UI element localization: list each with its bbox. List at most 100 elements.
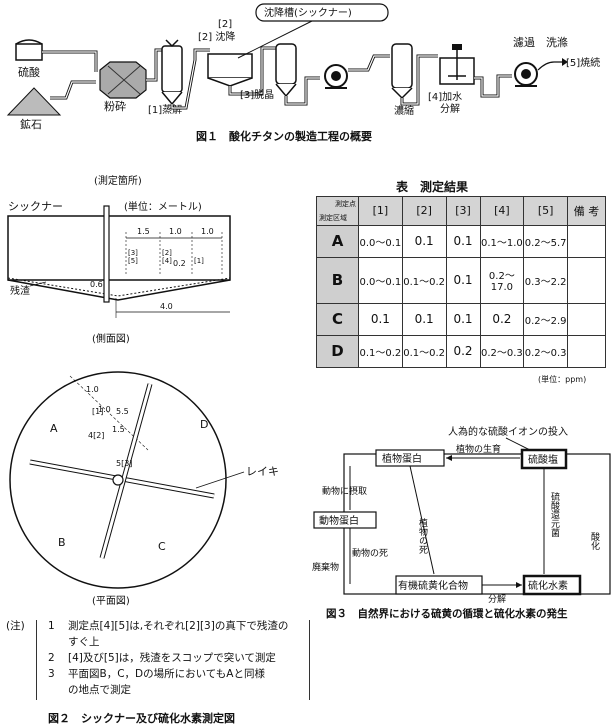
table-cell: 0.1〜0.2: [401, 256, 447, 304]
node-animal-protein: 動物蛋白: [319, 514, 359, 527]
dim-3: 1.0: [201, 227, 214, 236]
svg-text:動物の死: 動物の死: [352, 547, 388, 559]
svg-text:[3]: [3]: [128, 249, 138, 257]
label-settle: [2] 沈降: [198, 30, 235, 43]
col-header: [5]: [523, 196, 568, 226]
filter-drum-icon: [324, 64, 348, 89]
fig1-caption: 図１ 酸化チタンの製造工程の概要: [196, 129, 372, 143]
label-measure-points: (測定箇所): [94, 174, 142, 187]
label-side-view: (側面図): [92, 332, 130, 345]
dim-6: 4.0: [160, 302, 173, 311]
svg-text:4[2]: 4[2]: [88, 431, 104, 440]
wash-filter-drum-icon: [514, 62, 538, 87]
thickener-tank-icon: [207, 53, 253, 87]
crusher-icon: [99, 61, 147, 99]
svg-text:植物の死: 植物の死: [417, 517, 428, 554]
label-concentrate: 濃縮: [394, 104, 414, 117]
label-calcine: [5]焼続: [566, 56, 600, 69]
fig3-sulfur-cycle: 人為的な硫酸イオンの投入 植物蛋白 硫酸塩 動物蛋白 有機硫黄化合物 硫化水素 …: [312, 425, 611, 605]
plan-areas: A B C D: [50, 418, 208, 553]
row-header: C: [316, 302, 359, 336]
note-line: [4]及び[5]は，残渣をスコップで突いて測定: [68, 652, 276, 664]
dim-4: 0.2: [173, 259, 186, 268]
row-header: D: [316, 334, 359, 369]
svg-text:動物に摂取: 動物に摂取: [322, 485, 367, 497]
svg-text:5[3]: 5[3]: [116, 459, 132, 468]
dim-2: 1.0: [169, 227, 182, 236]
table-unit: (単位：ppm): [538, 375, 587, 384]
label-sulfuric: 硫酸: [18, 65, 40, 79]
node-h2s: 硫化水素: [528, 579, 568, 592]
table-cell: 0.3〜2.2: [523, 256, 568, 304]
table-cell: 0.1: [445, 302, 481, 336]
label-unit-meter: (単位：メートル): [124, 200, 202, 213]
label-filter: 濾過 洗滌: [513, 35, 568, 49]
svg-text:[1]: [1]: [92, 407, 103, 416]
table-cell: 0.2〜2.9: [523, 302, 568, 336]
table-cell: 0.2〜5.7: [523, 224, 568, 258]
label-thickener-side: シックナー: [8, 200, 63, 213]
col-header: [3]: [445, 196, 481, 226]
table-cell: [567, 302, 606, 336]
node-plant-protein: 植物蛋白: [382, 452, 422, 465]
row-header: B: [316, 256, 359, 304]
table-header-row: 測定点 測定区域 [1] [2] [3] [4] [5] 備 考: [316, 196, 606, 226]
table-row: C 0.1 0.1 0.1 0.2 0.2〜2.9: [316, 302, 606, 336]
table-row: A 0.0〜0.1 0.1 0.1 0.1〜1.0 0.2〜5.7: [316, 224, 606, 258]
hydrolysis-tank-icon: [439, 44, 475, 85]
area-d: D: [200, 418, 208, 431]
label-evap: [1]蒸解: [148, 103, 182, 116]
table-cell: 0.1〜0.2: [358, 334, 403, 369]
table-cell: 0.1〜0.2: [401, 334, 447, 369]
label-thickener: 沈降槽(シックナー): [264, 6, 352, 19]
fig2-thickener-diagram: (測定箇所) シックナー (単位：メートル) 1.5 1.0 1.0 [3] […: [7, 174, 279, 607]
col-header: [4]: [479, 196, 525, 226]
table-row: B 0.0〜0.1 0.1〜0.2 0.1 0.2〜17.0 0.3〜2.2: [316, 256, 606, 304]
svg-text:1.0: 1.0: [86, 385, 99, 394]
table-title: 表 測定結果: [396, 180, 469, 194]
svg-text:分解: 分解: [488, 593, 506, 605]
label-plan-view: (平面図): [92, 595, 130, 607]
side-view-dims: 1.5 1.0 1.0 [3] [5] [2] [4] [1] 0.2 0.6 …: [90, 227, 230, 318]
table-cell: [567, 224, 606, 258]
label-rake: レイキ: [246, 465, 279, 478]
table-cell: 0.2〜17.0: [479, 256, 525, 304]
svg-text:植物の生育: 植物の生育: [456, 443, 501, 455]
fig1-process-diagram: 硫酸 鉱石 粉砕 [1]蒸解 [2] [2] 沈降 沈降槽(シックナー) [3]…: [6, 3, 600, 143]
svg-text:1.0: 1.0: [98, 405, 111, 414]
table-cell: 0.2: [445, 334, 481, 369]
plan-dims: 1.0 1.0 5.5 1.5 [1] 4[2] 5[3]: [86, 385, 132, 468]
table-cell: 0.0〜0.1: [358, 224, 403, 258]
table-cell: [567, 256, 606, 304]
area-a: A: [50, 422, 58, 435]
label-hydrolysis-a: [4]加水: [428, 91, 462, 103]
sulfuric-tank-icon: [15, 39, 43, 61]
table-cell: 0.0〜0.1: [358, 256, 403, 304]
area-b: B: [58, 536, 66, 549]
node-organic-sulfur: 有機硫黄化合物: [398, 579, 468, 592]
note-line: すぐ上: [68, 636, 100, 648]
svg-text:廃棄物: 廃棄物: [312, 561, 339, 573]
notes-prefix: (注): [6, 620, 25, 632]
note-line: 測定点[4][5]は,それぞれ[2][3]の真下で残渣の: [68, 620, 289, 632]
results-table: 測定点 測定区域 [1] [2] [3] [4] [5] 備 考 A 0.0〜0…: [316, 196, 606, 369]
crystallizer-icon: [275, 43, 297, 98]
side-view-tank: [7, 205, 231, 303]
table-cell: 0.1: [358, 302, 403, 336]
col-header: 備 考: [567, 196, 606, 226]
svg-text:硫酸還元菌: 硫酸還元菌: [549, 491, 560, 538]
note-line: 平面図B，C，Dの場所においてもAと同様: [68, 668, 265, 680]
label-crush: 粉砕: [104, 99, 126, 113]
svg-text:[5]: [5]: [128, 257, 138, 265]
plan-view: [9, 371, 227, 589]
fig2-caption: 図２ シックナー及び硫化水素測定図: [48, 712, 235, 725]
dim-5: 0.6: [90, 280, 103, 289]
label-hydrolysis-b: 分解: [440, 102, 460, 115]
table-cell: 0.2〜0.3: [523, 334, 568, 369]
table-cell: 0.1〜1.0: [479, 224, 525, 258]
svg-text:[4]: [4]: [162, 257, 172, 265]
ore-pile-icon: [6, 87, 62, 116]
svg-text:酸化: 酸化: [589, 532, 600, 551]
label-sludge: 残渣: [10, 284, 30, 297]
table-corner-cell: 測定点 測定区域: [316, 196, 359, 226]
